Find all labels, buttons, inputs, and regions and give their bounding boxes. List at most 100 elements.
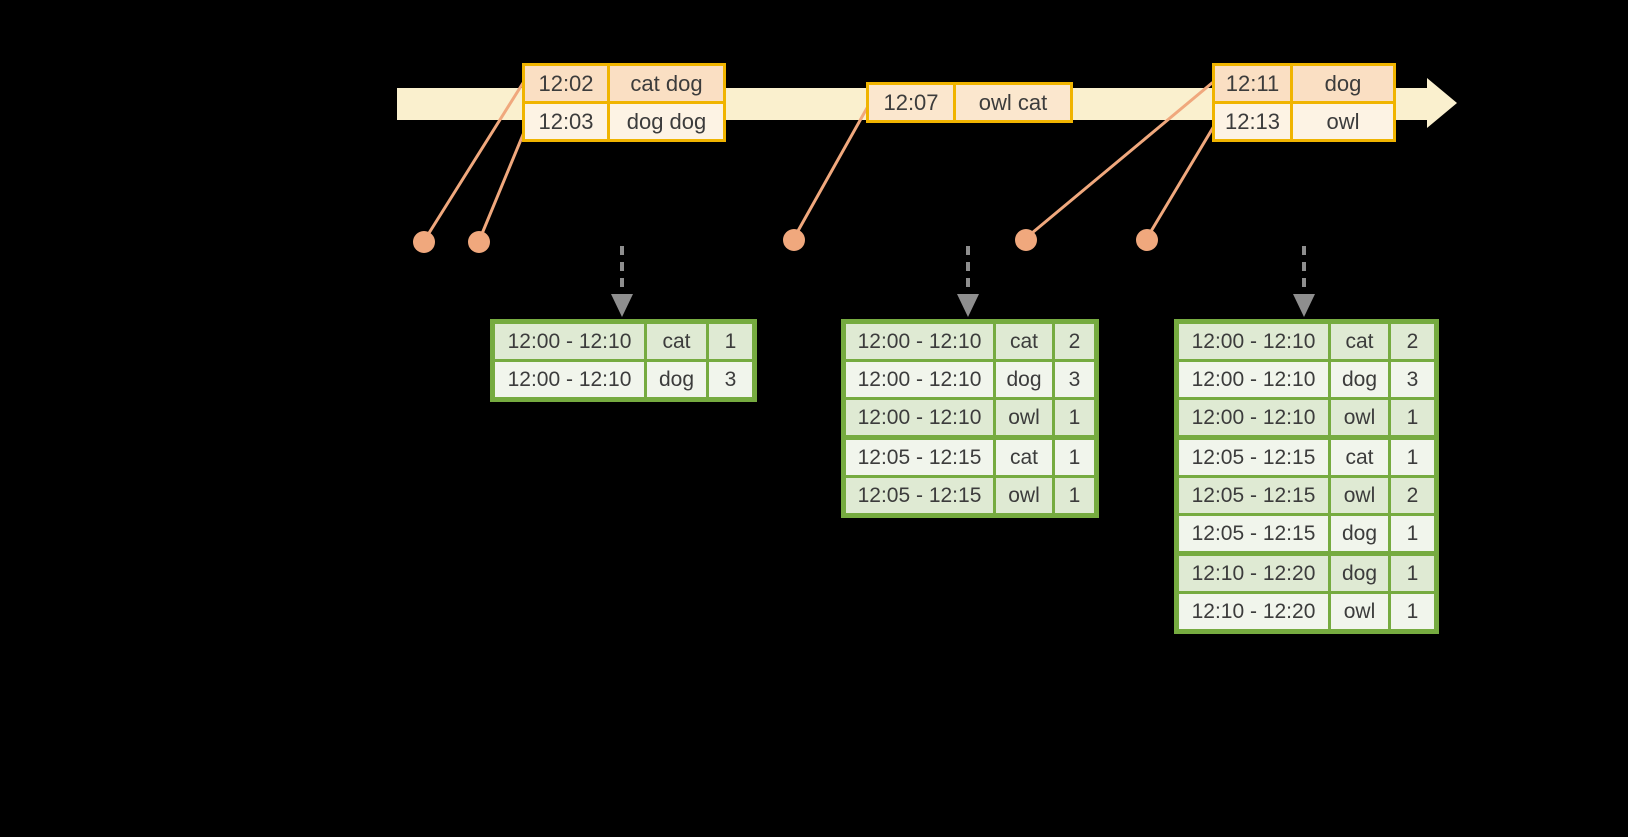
word-cell: owl xyxy=(1328,591,1391,633)
connector-line-5 xyxy=(1145,124,1216,240)
count-cell: 1 xyxy=(1052,435,1098,478)
count-cell: 1 xyxy=(1052,475,1098,517)
event-words-cell: owl cat xyxy=(953,82,1073,123)
count-cell: 2 xyxy=(1388,320,1438,362)
event-time-cell: 12:13 xyxy=(1212,101,1293,142)
event-time-cell: 12:11 xyxy=(1212,63,1293,104)
window-cell: 12:00 - 12:10 xyxy=(1175,397,1331,439)
count-cell: 1 xyxy=(1388,435,1438,478)
count-cell: 1 xyxy=(706,320,756,362)
window-cell: 12:00 - 12:10 xyxy=(491,359,647,401)
window-cell: 12:05 - 12:15 xyxy=(842,475,996,517)
word-cell: dog xyxy=(1328,551,1391,594)
word-cell: owl xyxy=(993,475,1055,517)
event-dot-icon-2 xyxy=(468,231,490,253)
event-dot-icon-1 xyxy=(413,231,435,253)
event-words-cell: dog dog xyxy=(607,101,726,142)
trigger-arrow-head-icon-2 xyxy=(957,294,979,317)
event-dot-icon-3 xyxy=(783,229,805,251)
event-dot-icon-4 xyxy=(1015,229,1037,251)
timeline-arrowhead-icon xyxy=(1427,78,1457,128)
event-time-cell: 12:07 xyxy=(866,82,956,123)
event-words-cell: cat dog xyxy=(607,63,726,104)
window-cell: 12:05 - 12:15 xyxy=(1175,513,1331,555)
event-time-cell: 12:02 xyxy=(522,63,610,104)
word-cell: dog xyxy=(993,359,1055,400)
word-cell: dog xyxy=(1328,359,1391,400)
event-words-cell: owl xyxy=(1290,101,1396,142)
count-cell: 3 xyxy=(1388,359,1438,400)
connector-line-3 xyxy=(792,106,869,240)
window-cell: 12:05 - 12:15 xyxy=(842,435,996,478)
word-cell: cat xyxy=(644,320,709,362)
count-cell: 3 xyxy=(1052,359,1098,400)
window-cell: 12:10 - 12:20 xyxy=(1175,591,1331,633)
count-cell: 2 xyxy=(1052,320,1098,362)
count-cell: 1 xyxy=(1052,397,1098,439)
count-cell: 2 xyxy=(1388,475,1438,516)
event-words-cell: dog xyxy=(1290,63,1396,104)
window-cell: 12:00 - 12:10 xyxy=(842,320,996,362)
word-cell: cat xyxy=(993,320,1055,362)
window-cell: 12:05 - 12:15 xyxy=(1175,435,1331,478)
word-cell: dog xyxy=(644,359,709,401)
trigger-arrow-head-icon-1 xyxy=(611,294,633,317)
word-cell: cat xyxy=(1328,320,1391,362)
event-dots xyxy=(413,229,1158,253)
word-cell: dog xyxy=(1328,513,1391,555)
word-cell: owl xyxy=(1328,397,1391,439)
event-time-cell: 12:03 xyxy=(522,101,610,142)
window-cell: 12:00 - 12:10 xyxy=(1175,320,1331,362)
trigger-arrow-head-icon-3 xyxy=(1293,294,1315,317)
count-cell: 3 xyxy=(706,359,756,401)
window-cell: 12:00 - 12:10 xyxy=(1175,359,1331,400)
word-cell: owl xyxy=(1328,475,1391,516)
word-cell: cat xyxy=(993,435,1055,478)
window-cell: 12:10 - 12:20 xyxy=(1175,551,1331,594)
connector-line-2 xyxy=(477,123,529,243)
word-cell: owl xyxy=(993,397,1055,439)
trigger-arrows xyxy=(611,246,1315,317)
window-cell: 12:05 - 12:15 xyxy=(1175,475,1331,516)
count-cell: 1 xyxy=(1388,591,1438,633)
count-cell: 1 xyxy=(1388,551,1438,594)
window-cell: 12:00 - 12:10 xyxy=(842,397,996,439)
window-cell: 12:00 - 12:10 xyxy=(491,320,647,362)
event-dot-icon-5 xyxy=(1136,229,1158,251)
word-cell: cat xyxy=(1328,435,1391,478)
window-cell: 12:00 - 12:10 xyxy=(842,359,996,400)
connector-line-1 xyxy=(422,81,525,243)
